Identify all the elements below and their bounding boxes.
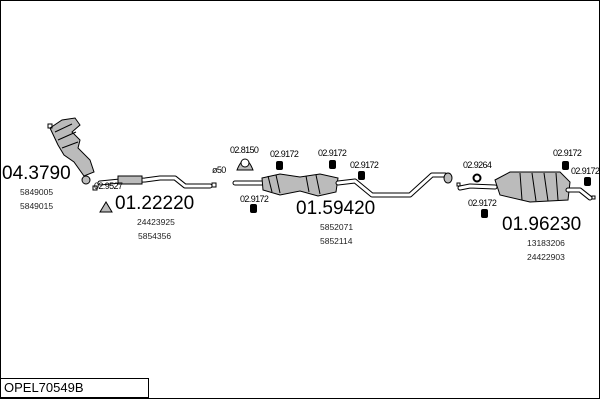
accessory-number: 02.9172 <box>240 194 269 204</box>
accessory-number: 02.8150 <box>230 145 259 155</box>
center-silencer-part[interactable] <box>232 172 453 198</box>
accessory-number: 02.9172 <box>571 166 600 176</box>
ref-number: 5849015 <box>20 201 53 211</box>
front-pipe-part[interactable] <box>92 175 217 191</box>
accessory-number: 02.9172 <box>318 148 347 158</box>
hanger-icons <box>250 160 591 218</box>
diagram-code: OPEL70549B <box>0 378 149 398</box>
rear-silencer-part[interactable] <box>456 171 596 203</box>
gasket-icon <box>99 201 113 213</box>
accessory-number: 02.9527 <box>94 181 123 191</box>
part-number: 01.96230 <box>502 214 581 235</box>
accessory-number: 02.9172 <box>468 198 497 208</box>
accessory-number: 02.9172 <box>553 148 582 158</box>
accessory-number: 02.9264 <box>463 160 492 170</box>
ref-number: 5852071 <box>320 222 353 232</box>
accessory-number: 02.9172 <box>270 149 299 159</box>
ring-icon <box>472 173 482 183</box>
part-number: 04.3790 <box>2 163 71 184</box>
manifold-catalyst-part[interactable] <box>47 117 95 185</box>
ref-number: 5849005 <box>20 187 53 197</box>
accessory-number: 02.9172 <box>350 160 379 170</box>
ref-number: 5852114 <box>320 236 353 246</box>
part-number: 01.59420 <box>296 198 375 219</box>
ref-number: 13183206 <box>527 238 565 248</box>
ref-number: 24422903 <box>527 252 565 262</box>
diameter-label: ø50 <box>212 165 226 175</box>
part-number: 01.22220 <box>115 193 194 214</box>
ref-number: 24423925 <box>137 217 175 227</box>
ref-number: 5854356 <box>138 231 171 241</box>
